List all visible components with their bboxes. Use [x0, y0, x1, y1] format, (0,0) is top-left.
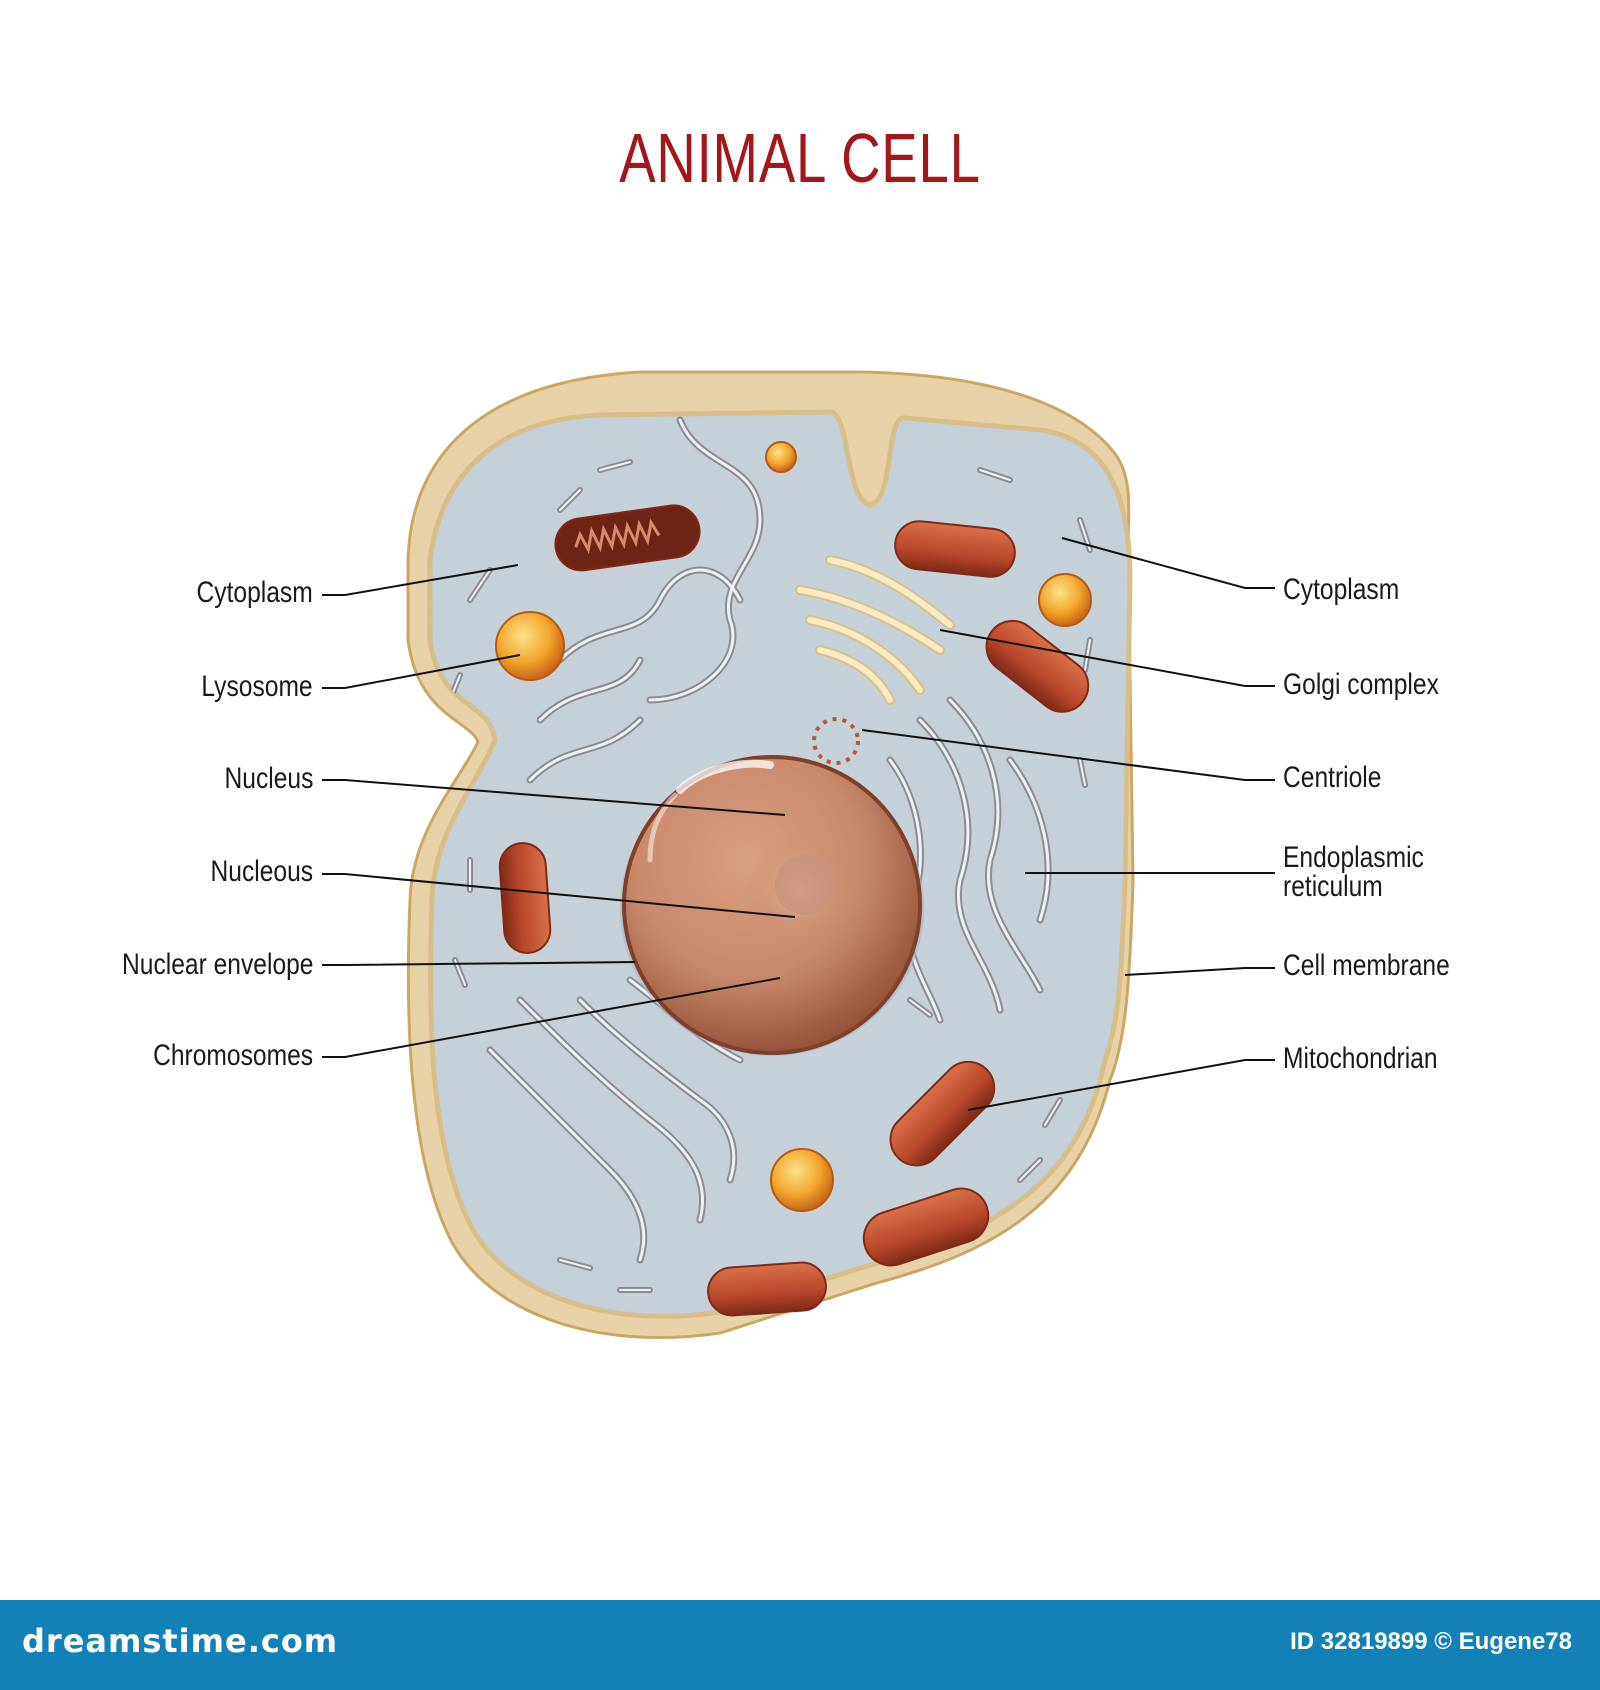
label-chromosomes: Chromosomes	[153, 1039, 313, 1072]
label-nucleus: Nucleus	[224, 762, 313, 795]
label-nucleous: Nucleous	[210, 855, 313, 888]
label-centriole: Centriole	[1283, 761, 1382, 794]
label-cytoplasm-left: Cytoplasm	[196, 576, 313, 609]
label-golgi-complex: Golgi complex	[1283, 668, 1439, 701]
nucleus-shape	[620, 755, 924, 1056]
footer-bar: dreamstime.com ID 32819899 © Eugene78	[0, 1600, 1600, 1690]
image-credit: ID 32819899 © Eugene78	[1290, 1628, 1572, 1655]
golgi-complex-shape	[795, 555, 955, 705]
label-nuclear-envelope: Nuclear envelope	[121, 948, 313, 981]
label-lysosome: Lysosome	[201, 670, 313, 703]
page-title: ANIMAL CELL	[619, 119, 981, 197]
label-cell-membrane: Cell membrane	[1283, 949, 1450, 982]
label-endoplasmic-reticulum: Endoplasmic reticulum	[1283, 841, 1424, 903]
brand-logo[interactable]: dreamstime.com	[22, 1622, 339, 1660]
animal-cell-diagram	[322, 370, 1275, 1340]
lysosome-shapes	[495, 441, 1092, 1212]
mitochondria-shapes	[498, 504, 1090, 1317]
label-cytoplasm-right: Cytoplasm	[1283, 573, 1400, 606]
leader-lines	[322, 537, 1275, 1111]
centriole-shape	[812, 717, 860, 765]
label-mitochondrian: Mitochondrian	[1283, 1042, 1438, 1075]
